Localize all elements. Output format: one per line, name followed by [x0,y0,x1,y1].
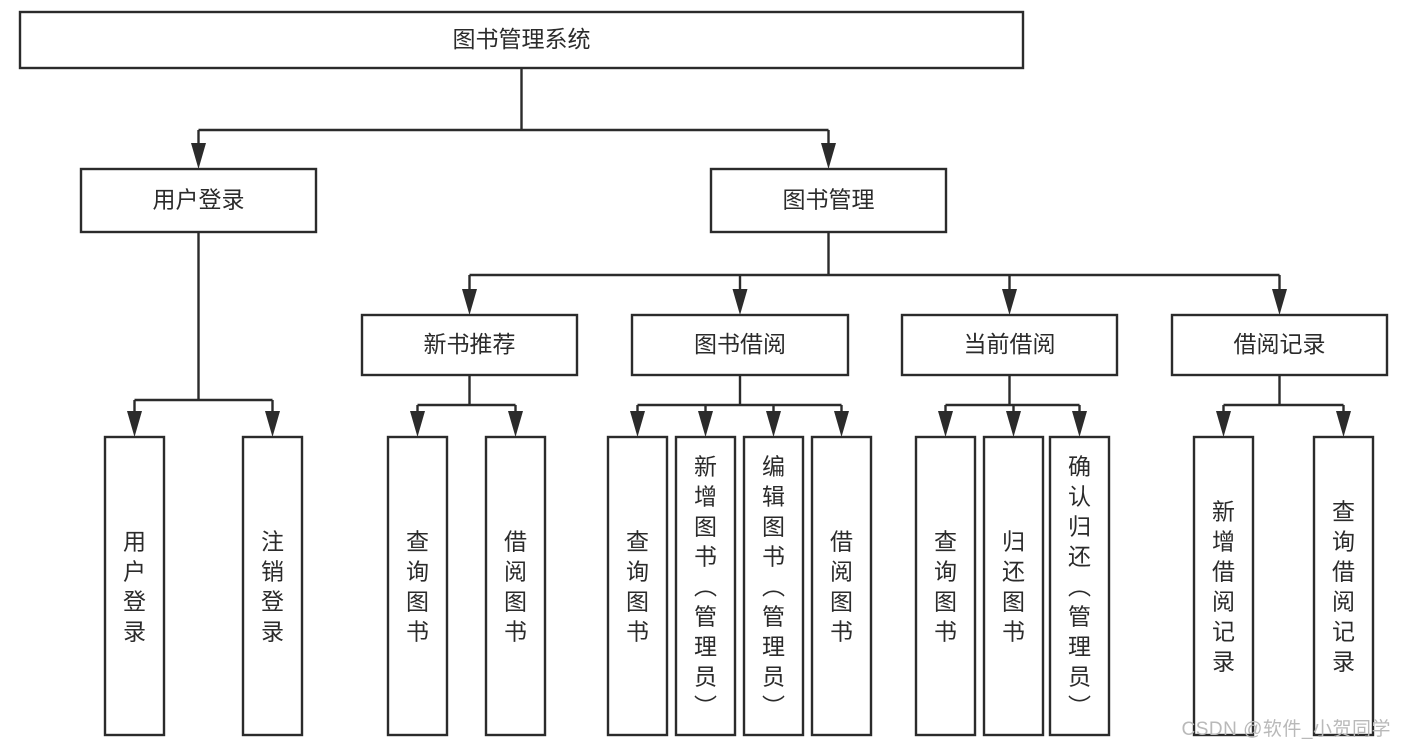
node-label: 图书管理系统 [453,26,591,52]
node-current-borrow[interactable]: 当前借阅 [900,313,1119,377]
node-user-login[interactable]: 用户登录 [79,167,318,234]
node-book-borrow[interactable]: 图书借阅 [630,313,850,377]
node-leaf-add-borrow-record[interactable]: 新增借阅记录 [1192,435,1255,737]
connector-group-root [191,68,836,169]
node-box [360,313,579,377]
node-box [982,435,1045,737]
connectors-layer [127,68,1351,437]
arrow-head-icon [462,289,477,315]
arrow-head-icon [1336,411,1351,437]
csdn-watermark: CSDN @软件_小贺同学 [1181,719,1391,740]
arrow-head-icon [766,411,781,437]
node-leaf-query-book-2[interactable]: 查询图书 [606,435,669,737]
node-box [484,435,547,737]
connector-group-current-borrow [938,375,1087,437]
node-leaf-user-login[interactable]: 用户登录 [103,435,166,737]
node-label: 新增图书︵管理员︶ [694,453,717,719]
arrow-head-icon [1006,411,1021,437]
nodes-layer: 图书管理系统用户登录图书管理新书推荐图书借阅当前借阅借阅记录用户登录注销登录查询… [18,10,1389,737]
node-box [674,435,737,737]
node-box [1192,435,1255,737]
node-box [810,435,873,737]
node-leaf-query-book-3[interactable]: 查询图书 [914,435,977,737]
node-leaf-user-logout[interactable]: 注销登录 [241,435,304,737]
node-label: 新增借阅记录 [1212,498,1235,674]
node-box [1312,435,1375,737]
arrow-head-icon [1072,411,1087,437]
node-box [18,10,1025,70]
node-label: 新书推荐 [424,331,516,357]
arrow-head-icon [1002,289,1017,315]
node-borrow-record[interactable]: 借阅记录 [1170,313,1389,377]
node-leaf-add-book-admin[interactable]: 新增图书︵管理员︶ [674,435,737,737]
node-leaf-edit-book-admin[interactable]: 编辑图书︵管理员︶ [742,435,805,737]
arrow-head-icon [410,411,425,437]
node-label: 图书借阅 [694,331,786,357]
node-label: 查询借阅记录 [1332,498,1355,674]
arrow-head-icon [1216,411,1231,437]
arrow-head-icon [630,411,645,437]
arrow-head-icon [508,411,523,437]
node-box [241,435,304,737]
connector-group-book-borrow [630,375,849,437]
arrow-head-icon [938,411,953,437]
connector-group-user-login [127,232,280,437]
node-leaf-query-borrow-record[interactable]: 查询借阅记录 [1312,435,1375,737]
node-box [606,435,669,737]
node-label: 确认归还︵管理员︶ [1068,453,1091,719]
node-leaf-query-book-1[interactable]: 查询图书 [386,435,449,737]
node-leaf-borrow-book-2[interactable]: 借阅图书 [810,435,873,737]
node-box [742,435,805,737]
node-root[interactable]: 图书管理系统 [18,10,1025,70]
node-box [900,313,1119,377]
node-box [103,435,166,737]
node-label: 归还图书 [1002,528,1025,644]
node-label: 用户登录 [123,528,146,644]
connector-group-book-management [462,232,1287,315]
arrow-head-icon [698,411,713,437]
node-leaf-confirm-return-admin[interactable]: 确认归还︵管理员︶ [1048,435,1111,737]
connector-group-new-book-recommend [410,375,523,437]
arrow-head-icon [191,143,206,169]
node-label: 借阅记录 [1234,331,1326,357]
arrow-head-icon [834,411,849,437]
node-box [1048,435,1111,737]
node-label: 借阅图书 [830,528,853,644]
node-label: 用户登录 [153,187,245,213]
arrow-head-icon [265,411,280,437]
node-leaf-return-book[interactable]: 归还图书 [982,435,1045,737]
node-label: 查询图书 [934,528,957,644]
node-leaf-borrow-book-1[interactable]: 借阅图书 [484,435,547,737]
node-label: 当前借阅 [964,331,1056,357]
node-box [630,313,850,377]
node-box [79,167,318,234]
node-box [709,167,948,234]
node-label: 注销登录 [261,528,284,644]
node-box [914,435,977,737]
arrow-head-icon [1272,289,1287,315]
node-label: 借阅图书 [504,528,527,644]
node-label: 图书管理 [783,187,875,213]
node-new-book-recommend[interactable]: 新书推荐 [360,313,579,377]
node-label: 编辑图书︵管理员︶ [762,453,785,719]
arrow-head-icon [821,143,836,169]
connector-group-borrow-record [1216,375,1351,437]
node-box [1170,313,1389,377]
node-book-management[interactable]: 图书管理 [709,167,948,234]
node-label: 查询图书 [626,528,649,644]
arrow-head-icon [732,289,748,315]
node-label: 查询图书 [406,528,429,644]
arrow-head-icon [127,411,142,437]
node-box [386,435,449,737]
